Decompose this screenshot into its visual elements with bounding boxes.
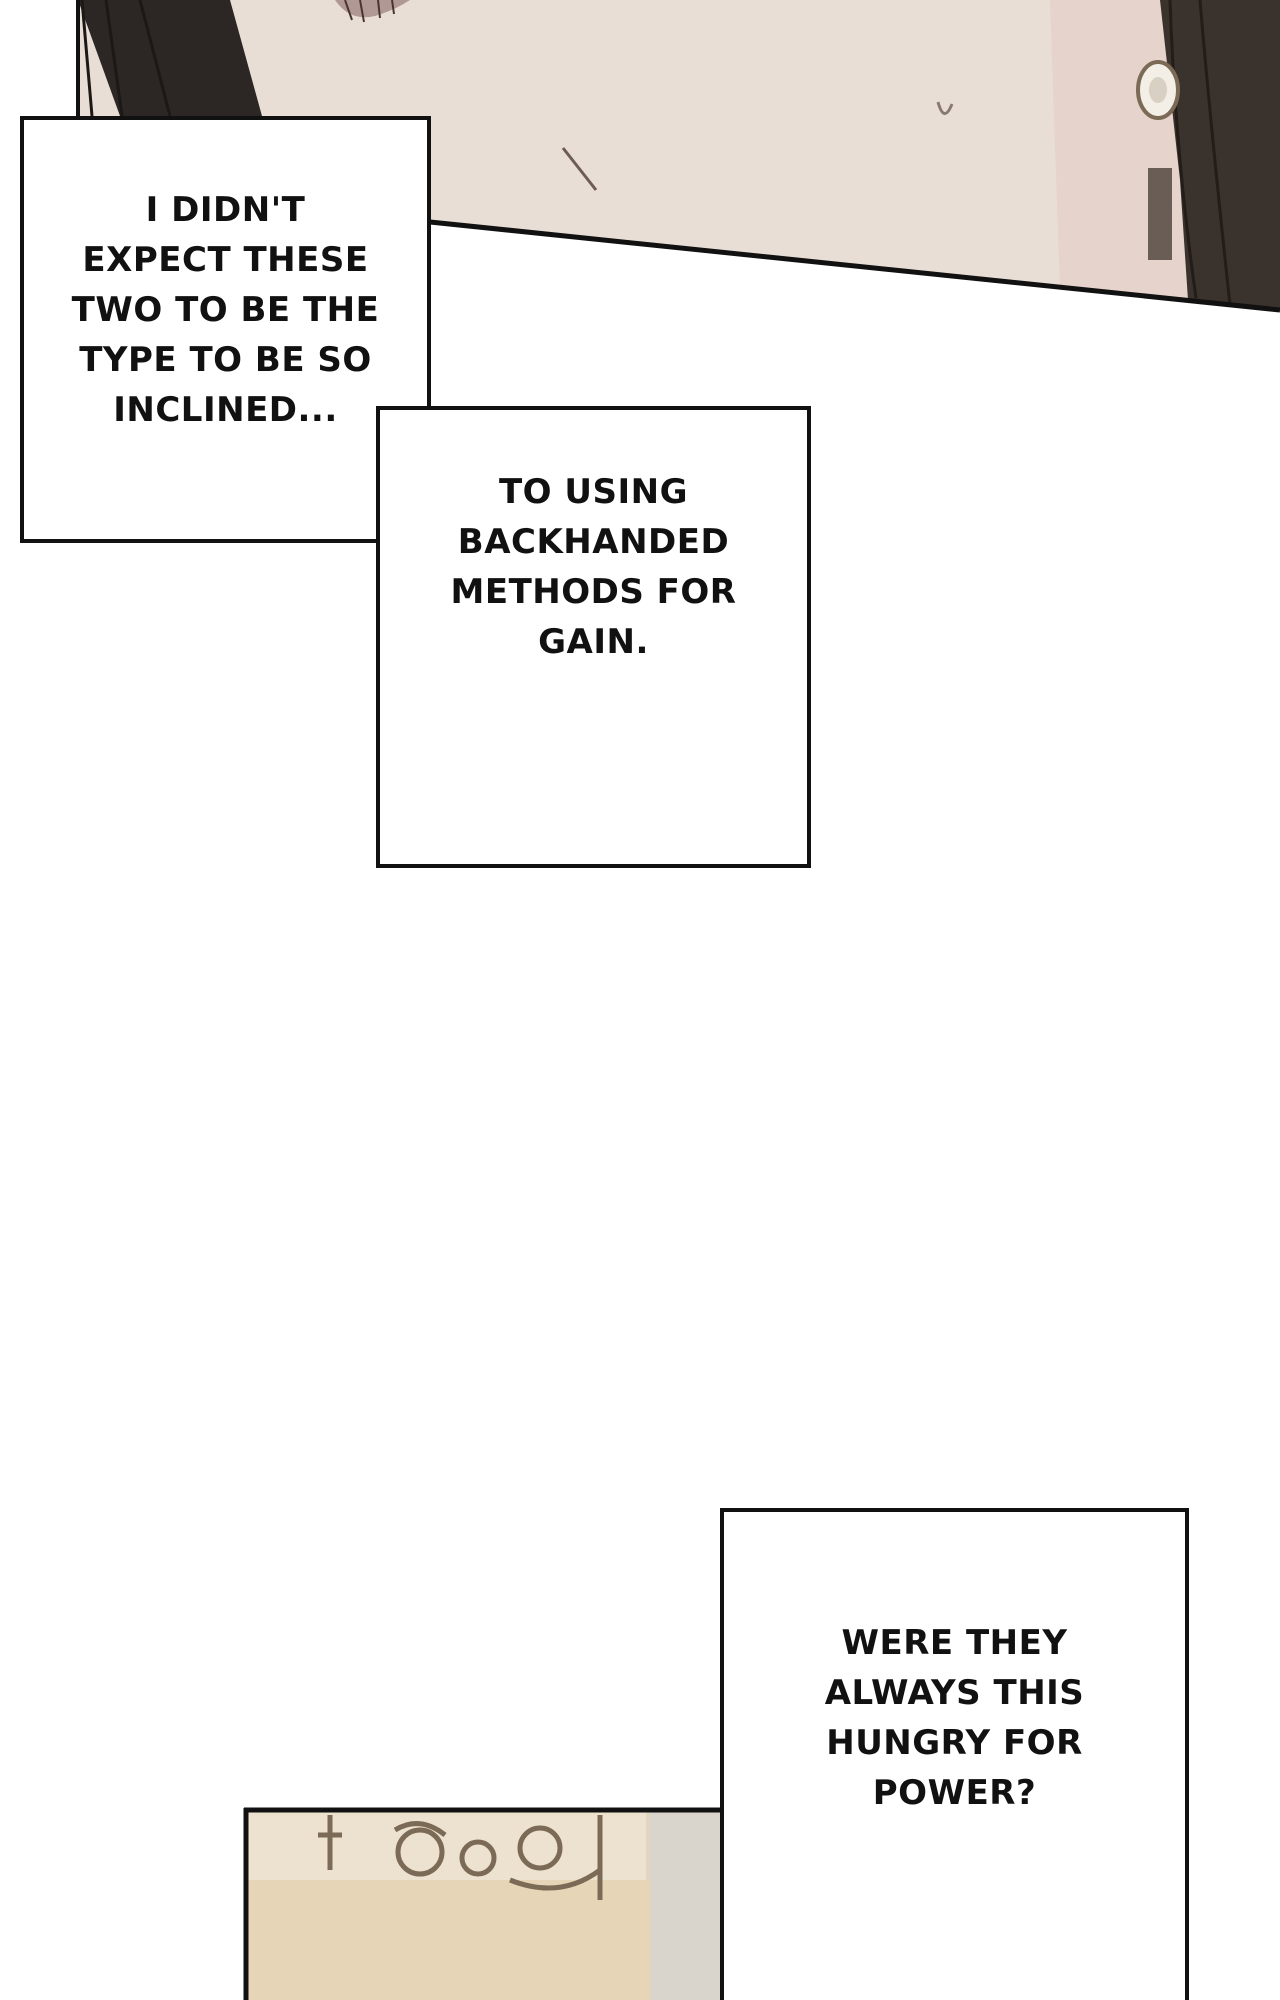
caption-box-3: WERE THEY ALWAYS THIS HUNGRY FOR POWER?	[720, 1508, 1189, 2000]
caption-box-1: I DIDN'T EXPECT THESE TWO TO BE THE TYPE…	[20, 116, 431, 543]
caption-text-2: TO USING BACKHANDED METHODS FOR GAIN.	[450, 472, 737, 662]
caption-text-1: I DIDN'T EXPECT THESE TWO TO BE THE TYPE…	[71, 189, 380, 430]
caption-text-3: WERE THEY ALWAYS THIS HUNGRY FOR POWER?	[824, 1623, 1085, 1813]
ironwork-ornament	[318, 1815, 603, 1900]
caption-box-2: TO USING BACKHANDED METHODS FOR GAIN.	[376, 406, 811, 868]
top-art-panel	[76, 0, 1280, 313]
